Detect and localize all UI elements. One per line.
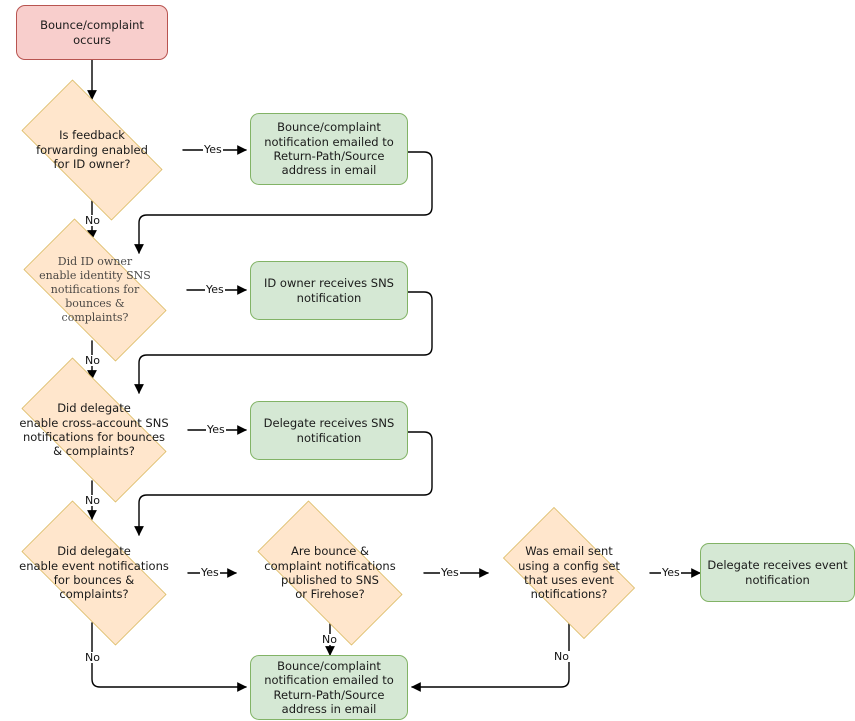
node-decision-event-notifications-label: Did delegate enable event notifications … xyxy=(19,544,169,602)
node-result-email-return-path-bottom-label: Bounce/complaint notification emailed to… xyxy=(264,658,394,716)
edge-label-d3-no: No xyxy=(84,494,101,507)
node-result-email-return-path-top[interactable]: Bounce/complaint notification emailed to… xyxy=(250,113,408,185)
node-decision-cross-account-sns-label: Did delegate enable cross-account SNS no… xyxy=(19,401,169,459)
node-result-email-return-path-top-label: Bounce/complaint notification emailed to… xyxy=(264,120,394,178)
node-result-delegate-event-label: Delegate receives event notification xyxy=(707,558,848,587)
node-decision-event-notifications[interactable]: Did delegate enable event notifications … xyxy=(0,500,188,646)
node-result-id-owner-sns[interactable]: ID owner receives SNS notification xyxy=(250,261,408,320)
node-result-id-owner-sns-label: ID owner receives SNS notification xyxy=(264,276,394,305)
edge-label-d5-yes: Yes xyxy=(440,566,460,579)
node-decision-identity-sns-label: Did ID owner enable identity SNS notific… xyxy=(39,255,151,324)
node-start-label: Bounce/complaint occurs xyxy=(40,18,144,47)
node-decision-config-set[interactable]: Was email sent using a config set that u… xyxy=(488,507,650,639)
node-decision-cross-account-sns[interactable]: Did delegate enable cross-account SNS no… xyxy=(0,357,188,503)
edge-label-d3-yes: Yes xyxy=(206,423,226,436)
node-start[interactable]: Bounce/complaint occurs xyxy=(16,5,168,60)
edge-label-d2-yes: Yes xyxy=(205,283,225,296)
node-decision-published-sns-firehose-label: Are bounce & complaint notifications pub… xyxy=(264,544,396,602)
edge-label-d6-no: No xyxy=(553,650,570,663)
node-decision-feedback-forwarding[interactable]: Is feedback forwarding enabled for ID ow… xyxy=(2,79,182,221)
node-decision-feedback-forwarding-label: Is feedback forwarding enabled for ID ow… xyxy=(36,128,148,172)
node-result-delegate-sns-label: Delegate receives SNS notification xyxy=(263,416,395,445)
node-decision-config-set-label: Was email sent using a config set that u… xyxy=(518,544,620,602)
node-decision-identity-sns[interactable]: Did ID owner enable identity SNS notific… xyxy=(3,218,187,362)
node-result-email-return-path-bottom[interactable]: Bounce/complaint notification emailed to… xyxy=(250,655,408,720)
edge-label-d1-no: No xyxy=(84,214,101,227)
node-decision-published-sns-firehose[interactable]: Are bounce & complaint notifications pub… xyxy=(236,500,424,646)
edge-label-d1-yes: Yes xyxy=(203,143,223,156)
edge-d6-no-to-r5 xyxy=(411,619,570,692)
node-result-delegate-event[interactable]: Delegate receives event notification xyxy=(700,543,855,602)
edge-label-d4-no: No xyxy=(84,651,101,664)
edge-label-d4-yes: Yes xyxy=(200,566,220,579)
edge-label-d6-yes: Yes xyxy=(661,566,681,579)
edge-label-d5-no: No xyxy=(321,633,338,646)
node-result-delegate-sns[interactable]: Delegate receives SNS notification xyxy=(250,401,408,460)
edge-label-d2-no: No xyxy=(84,354,101,367)
